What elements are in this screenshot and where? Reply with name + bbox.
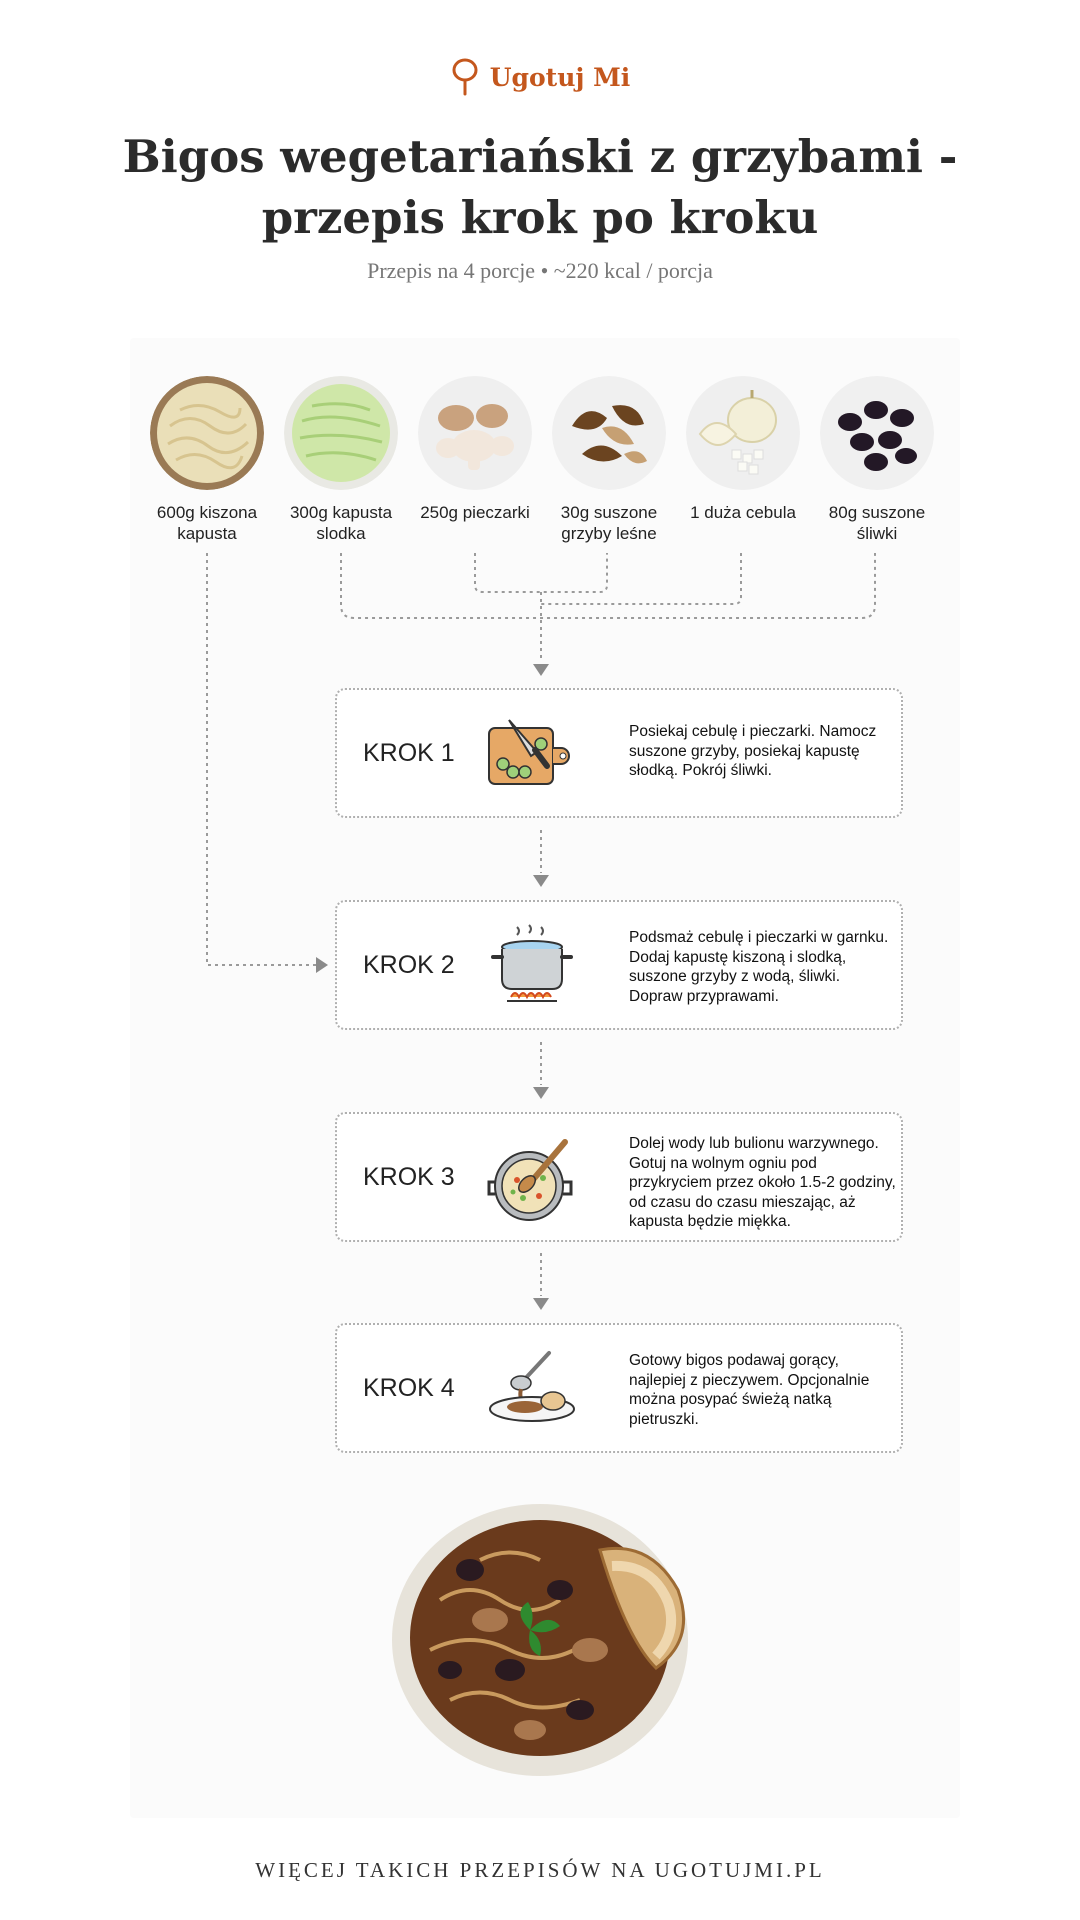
spoon-pin-icon <box>452 58 478 96</box>
onion-icon <box>686 376 800 490</box>
ingredient-label: 30g suszone grzyby leśne <box>560 503 658 543</box>
brand-logo[interactable]: Ugotuj Mi <box>0 58 1080 96</box>
step-label: KROK 2 <box>363 950 455 979</box>
recipe-meta: Przepis na 4 porcje • ~220 kcal / porcja <box>367 258 713 283</box>
serving-plate-icon <box>489 1351 575 1422</box>
step-card: KROK 2 Podsmaż cebulę i pieczarki w garn… <box>335 900 903 1030</box>
cooking-pot-icon <box>491 924 573 1002</box>
step-description: Posiekaj cebulę i pieczarki. Namocz susz… <box>629 723 877 779</box>
mushrooms-icon <box>418 376 532 490</box>
step-description: Dolej wody lub bulionu warzywnego. Gotuj… <box>629 1135 896 1230</box>
step-label: KROK 4 <box>363 1373 455 1402</box>
ingredient-label: 300g kapusta slodka <box>289 503 393 543</box>
brand-name: Ugotuj Mi <box>489 62 631 92</box>
step-card: KROK 4 Gotowy bigos podawaj gorący, najl… <box>335 1323 903 1453</box>
step-card: KROK 1 Posiekaj cebulę i pieczarki. Namo… <box>335 688 903 818</box>
ingredient-label: 1 duża cebula <box>690 503 796 522</box>
step-label: KROK 3 <box>363 1162 455 1191</box>
ingredient-label: 80g suszone śliwki <box>828 503 926 543</box>
ingredient-item: 250g pieczarki <box>415 376 535 523</box>
ingredient-item: 30g suszone grzyby leśne <box>549 376 669 544</box>
ingredient-label: 250g pieczarki <box>420 503 530 522</box>
ingredient-item: 600g kiszona kapusta <box>147 376 267 544</box>
ingredient-label: 600g kiszona kapusta <box>156 503 258 543</box>
step-card: KROK 3 Dolej wody lub bulionu warzywnego… <box>335 1112 903 1242</box>
ingredient-item: 80g suszone śliwki <box>817 376 937 544</box>
shredded-cabbage-icon <box>284 376 398 490</box>
step-label: KROK 1 <box>363 738 455 767</box>
step-description: Gotowy bigos podawaj gorący, najlepiej z… <box>629 1352 870 1428</box>
page-title: Bigos wegetariański z grzybami - przepis… <box>122 130 958 244</box>
prunes-icon <box>820 376 934 490</box>
bigos-dish-image <box>392 1504 688 1776</box>
ingredient-item: 1 duża cebula <box>683 376 803 523</box>
sauerkraut-icon <box>150 376 264 490</box>
ingredient-item: 300g kapusta slodka <box>281 376 401 544</box>
stew-pot-icon <box>487 1139 573 1221</box>
dried-mushrooms-icon <box>552 376 666 490</box>
footer-link[interactable]: WIĘCEJ TAKICH PRZEPISÓW NA UGOTUJMI.PL <box>255 1858 825 1882</box>
cutting-board-icon <box>488 719 570 785</box>
step-description: Podsmaż cebulę i pieczarki w garnku. Dod… <box>629 929 889 1005</box>
